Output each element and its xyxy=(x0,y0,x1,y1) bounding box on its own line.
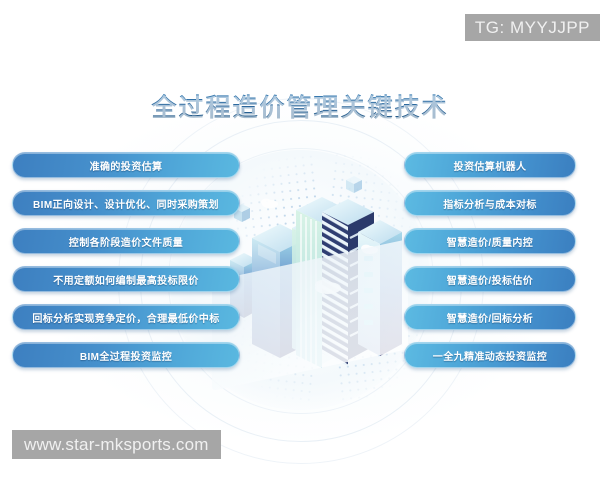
right-item-4-label: 智慧造价/投标估价 xyxy=(446,275,534,287)
right-item-5[interactable]: 智慧造价/回标分析 xyxy=(404,304,576,330)
left-item-5-label: 回标分析实现竞争定价，合理最低价中标 xyxy=(32,313,220,325)
right-item-2[interactable]: 指标分析与成本对标 xyxy=(404,190,576,216)
left-item-4[interactable]: 不用定额如何编制最高投标限价 xyxy=(12,266,240,292)
left-item-5[interactable]: 回标分析实现竞争定价，合理最低价中标 xyxy=(12,304,240,330)
website-watermark: www.star-mksports.com xyxy=(12,430,221,459)
left-item-1-label: 准确的投资估算 xyxy=(89,161,163,173)
right-items-column: 投资估算机器人 指标分析与成本对标 智慧造价/质量内控 智慧造价/投标估价 智慧… xyxy=(404,152,576,368)
left-item-3[interactable]: 控制各阶段造价文件质量 xyxy=(12,228,240,254)
left-item-3-label: 控制各阶段造价文件质量 xyxy=(68,237,184,249)
left-items-column: 准确的投资估算 BIM正向设计、设计优化、同时采购策划 控制各阶段造价文件质量 … xyxy=(12,152,240,368)
right-item-5-label: 智慧造价/回标分析 xyxy=(446,313,534,325)
left-item-2[interactable]: BIM正向设计、设计优化、同时采购策划 xyxy=(12,190,240,216)
right-item-6-label: 一全九精准动态投资监控 xyxy=(432,351,548,363)
right-item-6[interactable]: 一全九精准动态投资监控 xyxy=(404,342,576,368)
center-illustration xyxy=(212,168,408,391)
page-title: 全过程造价管理关键技术 xyxy=(0,88,600,124)
telegram-watermark: TG: MYYJJPP xyxy=(464,14,600,41)
right-item-1-label: 投资估算机器人 xyxy=(453,161,527,173)
right-item-2-label: 指标分析与成本对标 xyxy=(443,199,537,211)
right-item-3[interactable]: 智慧造价/质量内控 xyxy=(404,228,576,254)
left-item-6-label: BIM全过程投资监控 xyxy=(79,351,173,363)
right-item-1[interactable]: 投资估算机器人 xyxy=(404,152,576,178)
left-item-4-label: 不用定额如何编制最高投标限价 xyxy=(53,275,199,287)
cube-accents xyxy=(234,176,362,222)
right-item-3-label: 智慧造价/质量内控 xyxy=(446,237,534,249)
left-item-2-label: BIM正向设计、设计优化、同时采购策划 xyxy=(33,199,219,211)
left-item-1[interactable]: 准确的投资估算 xyxy=(12,152,240,178)
left-item-6[interactable]: BIM全过程投资监控 xyxy=(12,342,240,368)
right-item-4[interactable]: 智慧造价/投标估价 xyxy=(404,266,576,292)
